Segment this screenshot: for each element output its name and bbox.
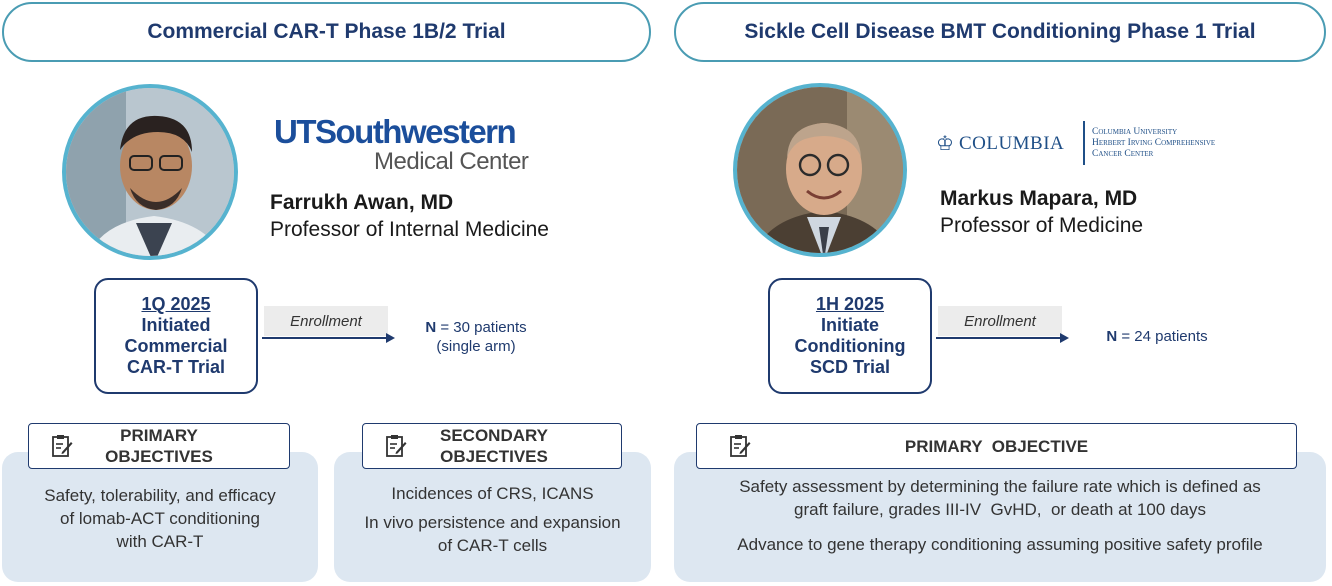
clipboard-icon xyxy=(386,435,407,457)
right-primary-title: PRIMARY OBJECTIVE xyxy=(904,436,1089,456)
columbia-sub3: Cancer Center xyxy=(1092,149,1154,159)
left-enrollment-label: Enrollment xyxy=(264,306,388,336)
left-primary-text1: Safety, tolerability, and efficacy xyxy=(44,486,276,505)
left-primary-header: PRIMARY OBJECTIVES xyxy=(28,423,290,469)
right-n-value: = 24 patients xyxy=(1117,328,1208,345)
right-primary-text3: Advance to gene therapy conditioning ass… xyxy=(737,535,1263,554)
left-enrollment-arrow-line xyxy=(262,337,386,339)
left-primary-text2: of lomab-ACT conditioning xyxy=(59,509,260,528)
columbia-sub2: Herbert Irving Comprehensive xyxy=(1092,138,1216,148)
awan-portrait-image xyxy=(66,88,234,256)
left-n-value: = 30 patients xyxy=(436,319,527,336)
left-secondary-text: Incidences of CRS, ICANS In vivo persist… xyxy=(334,482,651,557)
left-secondary-panel xyxy=(334,452,651,582)
awan-title: Professor of Internal Medicine xyxy=(270,218,549,241)
left-trial-header: Commercial CAR-T Phase 1B/2 Trial xyxy=(2,2,651,62)
mapara-title: Professor of Medicine xyxy=(940,214,1144,237)
crown-icon: ♔ xyxy=(936,133,954,155)
left-primary-title2: OBJECTIVES xyxy=(105,447,213,466)
left-secondary-text3: of CAR-T cells xyxy=(437,536,548,555)
right-trial-header-text: Sickle Cell Disease BMT Conditioning Pha… xyxy=(744,20,1256,43)
right-n-prefix: N xyxy=(1106,328,1118,345)
left-trial-header-text: Commercial CAR-T Phase 1B/2 Trial xyxy=(147,20,506,43)
left-n-prefix: N xyxy=(425,319,437,336)
right-milestone-date: 1H 2025 xyxy=(815,294,885,314)
ut-logo-subtitle: Medical Center xyxy=(374,148,529,176)
right-n-patients: N = 24 patients xyxy=(1098,327,1216,346)
columbia-logo-divider xyxy=(1083,121,1085,165)
right-milestone-box: 1H 2025 Initiate Conditioning SCD Trial xyxy=(768,278,932,394)
columbia-sub1: Columbia University xyxy=(1092,127,1178,137)
left-n-patients: N = 30 patients (single arm) xyxy=(414,318,538,356)
clipboard-icon xyxy=(730,435,751,457)
right-primary-header: PRIMARY OBJECTIVE xyxy=(696,423,1297,469)
columbia-name: COLUMBIA xyxy=(958,132,1065,154)
clipboard-icon xyxy=(52,435,73,457)
mapara-name: Markus Mapara, MD xyxy=(940,187,1138,210)
columbia-subtitle: Columbia University Herbert Irving Compr… xyxy=(1092,127,1215,160)
left-milestone-box: 1Q 2025 Initiated Commercial CAR-T Trial xyxy=(94,278,258,394)
right-enrollment-arrow-line xyxy=(936,337,1060,339)
right-enrollment-arrow-icon xyxy=(1060,333,1069,343)
awan-photo xyxy=(62,84,238,260)
left-primary-panel xyxy=(2,452,318,582)
left-primary-text: Safety, tolerability, and efficacy of lo… xyxy=(2,484,318,553)
right-primary-text1: Safety assessment by determining the fai… xyxy=(739,477,1261,496)
left-primary-title1: PRIMARY xyxy=(120,426,198,445)
left-enrollment-arrow-icon xyxy=(386,333,395,343)
mapara-portrait-image xyxy=(737,87,903,253)
right-milestone-line1: Initiate xyxy=(820,315,879,335)
ut-logo-line1: UTSouthwestern xyxy=(274,113,517,150)
right-milestone-line2: Conditioning xyxy=(794,336,906,356)
left-milestone-line1: Initiated xyxy=(141,315,211,335)
right-trial-header: Sickle Cell Disease BMT Conditioning Pha… xyxy=(674,2,1326,62)
left-milestone-date: 1Q 2025 xyxy=(141,294,211,314)
ut-logo-line2: Medical Center xyxy=(374,148,529,175)
right-enrollment-label: Enrollment xyxy=(938,306,1062,336)
left-secondary-title2: OBJECTIVES xyxy=(440,447,548,466)
left-secondary-title1: SECONDARY xyxy=(440,426,548,445)
left-milestone-line2: Commercial xyxy=(124,336,228,356)
left-secondary-text1: Incidences of CRS, ICANS xyxy=(391,484,594,503)
mapara-photo xyxy=(733,83,907,257)
right-primary-panel xyxy=(674,452,1326,582)
left-secondary-header: SECONDARY OBJECTIVES xyxy=(362,423,622,469)
right-primary-text: Safety assessment by determining the fai… xyxy=(674,475,1326,556)
right-milestone-line3: SCD Trial xyxy=(809,357,891,377)
left-n-note: (single arm) xyxy=(436,338,516,355)
right-primary-text2: graft failure, grades III-IV GvHD, or de… xyxy=(794,500,1206,519)
ut-southwestern-logo: UTSouthwestern xyxy=(274,113,517,151)
awan-name: Farrukh Awan, MD xyxy=(270,191,454,214)
left-primary-text3: with CAR-T xyxy=(116,532,204,551)
left-milestone-line3: CAR-T Trial xyxy=(126,357,225,377)
left-secondary-text2: In vivo persistence and expansion xyxy=(364,513,621,532)
columbia-logo: ♔ COLUMBIA xyxy=(936,131,1064,156)
